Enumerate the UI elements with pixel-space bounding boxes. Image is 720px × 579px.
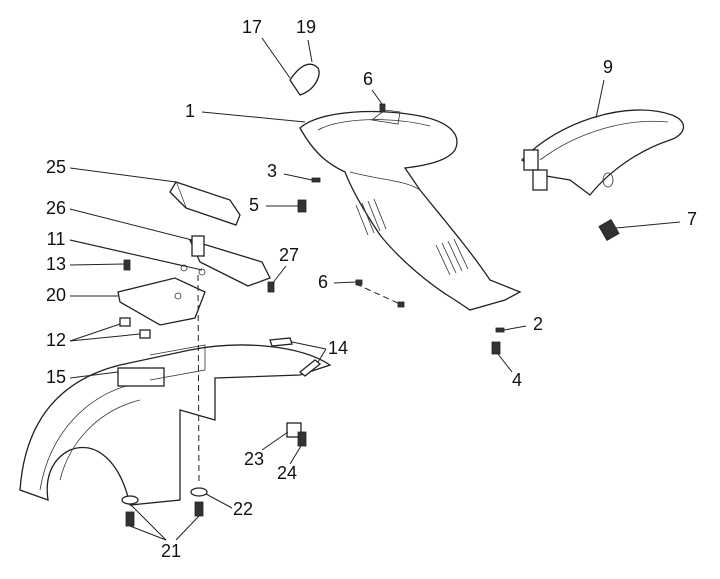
part-bracket-26 [188, 235, 271, 287]
label-19: 19 [296, 17, 316, 37]
label-1: 1 [185, 101, 195, 121]
label-13: 13 [46, 254, 66, 274]
label-9: 9 [603, 57, 613, 77]
assembly-line [355, 283, 401, 305]
part-front-cover [521, 109, 685, 196]
part-bracket-25 [169, 180, 241, 226]
label-22: 22 [233, 499, 253, 519]
label-3: 3 [267, 161, 277, 181]
label-11: 11 [47, 229, 66, 249]
label-26: 26 [46, 198, 66, 218]
part-number-labels: 17 19 6 9 1 3 5 7 25 26 11 27 13 6 20 2 … [46, 17, 697, 561]
label-2: 2 [533, 314, 543, 334]
label-6: 6 [363, 69, 373, 89]
label-24: 24 [277, 463, 297, 483]
label-25: 25 [46, 157, 66, 177]
assembly-line [197, 274, 200, 486]
label-27: 27 [279, 245, 299, 265]
label-15: 15 [46, 367, 66, 387]
leader-lines [69, 37, 681, 541]
part-leg-shield [299, 109, 522, 311]
part-front-fender [19, 344, 332, 506]
label-7: 7 [687, 209, 697, 229]
label-23: 23 [244, 449, 264, 469]
label-5: 5 [249, 195, 259, 215]
label-20: 20 [46, 285, 66, 305]
label-4: 4 [512, 370, 522, 390]
label-6b: 6 [318, 272, 328, 292]
label-12: 12 [46, 330, 66, 350]
label-21: 21 [161, 541, 181, 561]
label-17: 17 [242, 17, 262, 37]
label-14: 14 [328, 338, 348, 358]
part-bracket-20 [117, 277, 206, 326]
